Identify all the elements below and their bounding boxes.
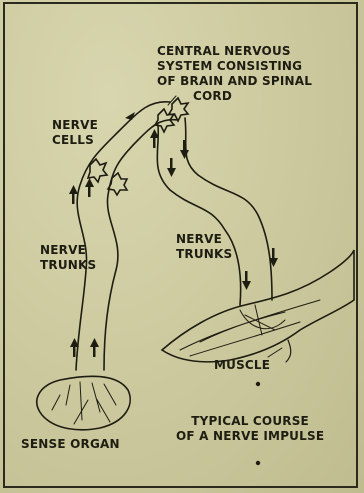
left-nerve-trunks-label-line2: TRUNKS [40,258,96,273]
sense-organ-label: SENSE ORGAN [21,437,120,452]
motor-nerve-trunk-right-edge [185,118,272,300]
cns-label-line1: CENTRAL NERVOUS [157,44,312,59]
nerve-cells-label: NERVE CELLS [52,118,98,148]
arrow-up-2 [90,338,99,357]
right-nerve-trunks-label: NERVE TRUNKS [176,232,232,262]
left-nerve-trunks-label-line1: NERVE [40,243,96,258]
nerve-cells-label-line2: CELLS [52,133,98,148]
motor-nerve-trunk-left-edge [157,125,240,305]
caption-dot-top [256,382,260,386]
right-nerve-trunks-label-line1: NERVE [176,232,232,247]
right-nerve-trunks-label-line2: TRUNKS [176,247,232,262]
sense-organ-shape [37,376,130,429]
arrow-down-2 [167,158,176,177]
sensory-nerve-trunk-right-edge [104,120,178,370]
muscle-leader-line [268,348,282,357]
nerve-cell-2 [108,173,127,195]
arrow-right-top [125,112,135,120]
nerve-cells-label-line1: NERVE [52,118,98,133]
arrow-down-4 [242,271,251,290]
caption-line2: OF A NERVE IMPULSE [176,429,324,444]
caption: TYPICAL COURSE OF A NERVE IMPULSE [176,414,324,444]
arrow-up-4 [85,178,94,197]
cns-label-line2: SYSTEM CONSISTING [157,59,312,74]
muscle-label: MUSCLE [214,358,270,373]
caption-dot-bottom [256,461,260,465]
arrow-down-1 [180,140,189,159]
cns-label-line3: OF BRAIN AND SPINAL [157,74,312,89]
cns-label-line4: CORD [157,89,312,104]
cns-label: CENTRAL NERVOUS SYSTEM CONSISTING OF BRA… [157,44,312,104]
caption-line1: TYPICAL COURSE [176,414,324,429]
left-nerve-trunks-label: NERVE TRUNKS [40,243,96,273]
